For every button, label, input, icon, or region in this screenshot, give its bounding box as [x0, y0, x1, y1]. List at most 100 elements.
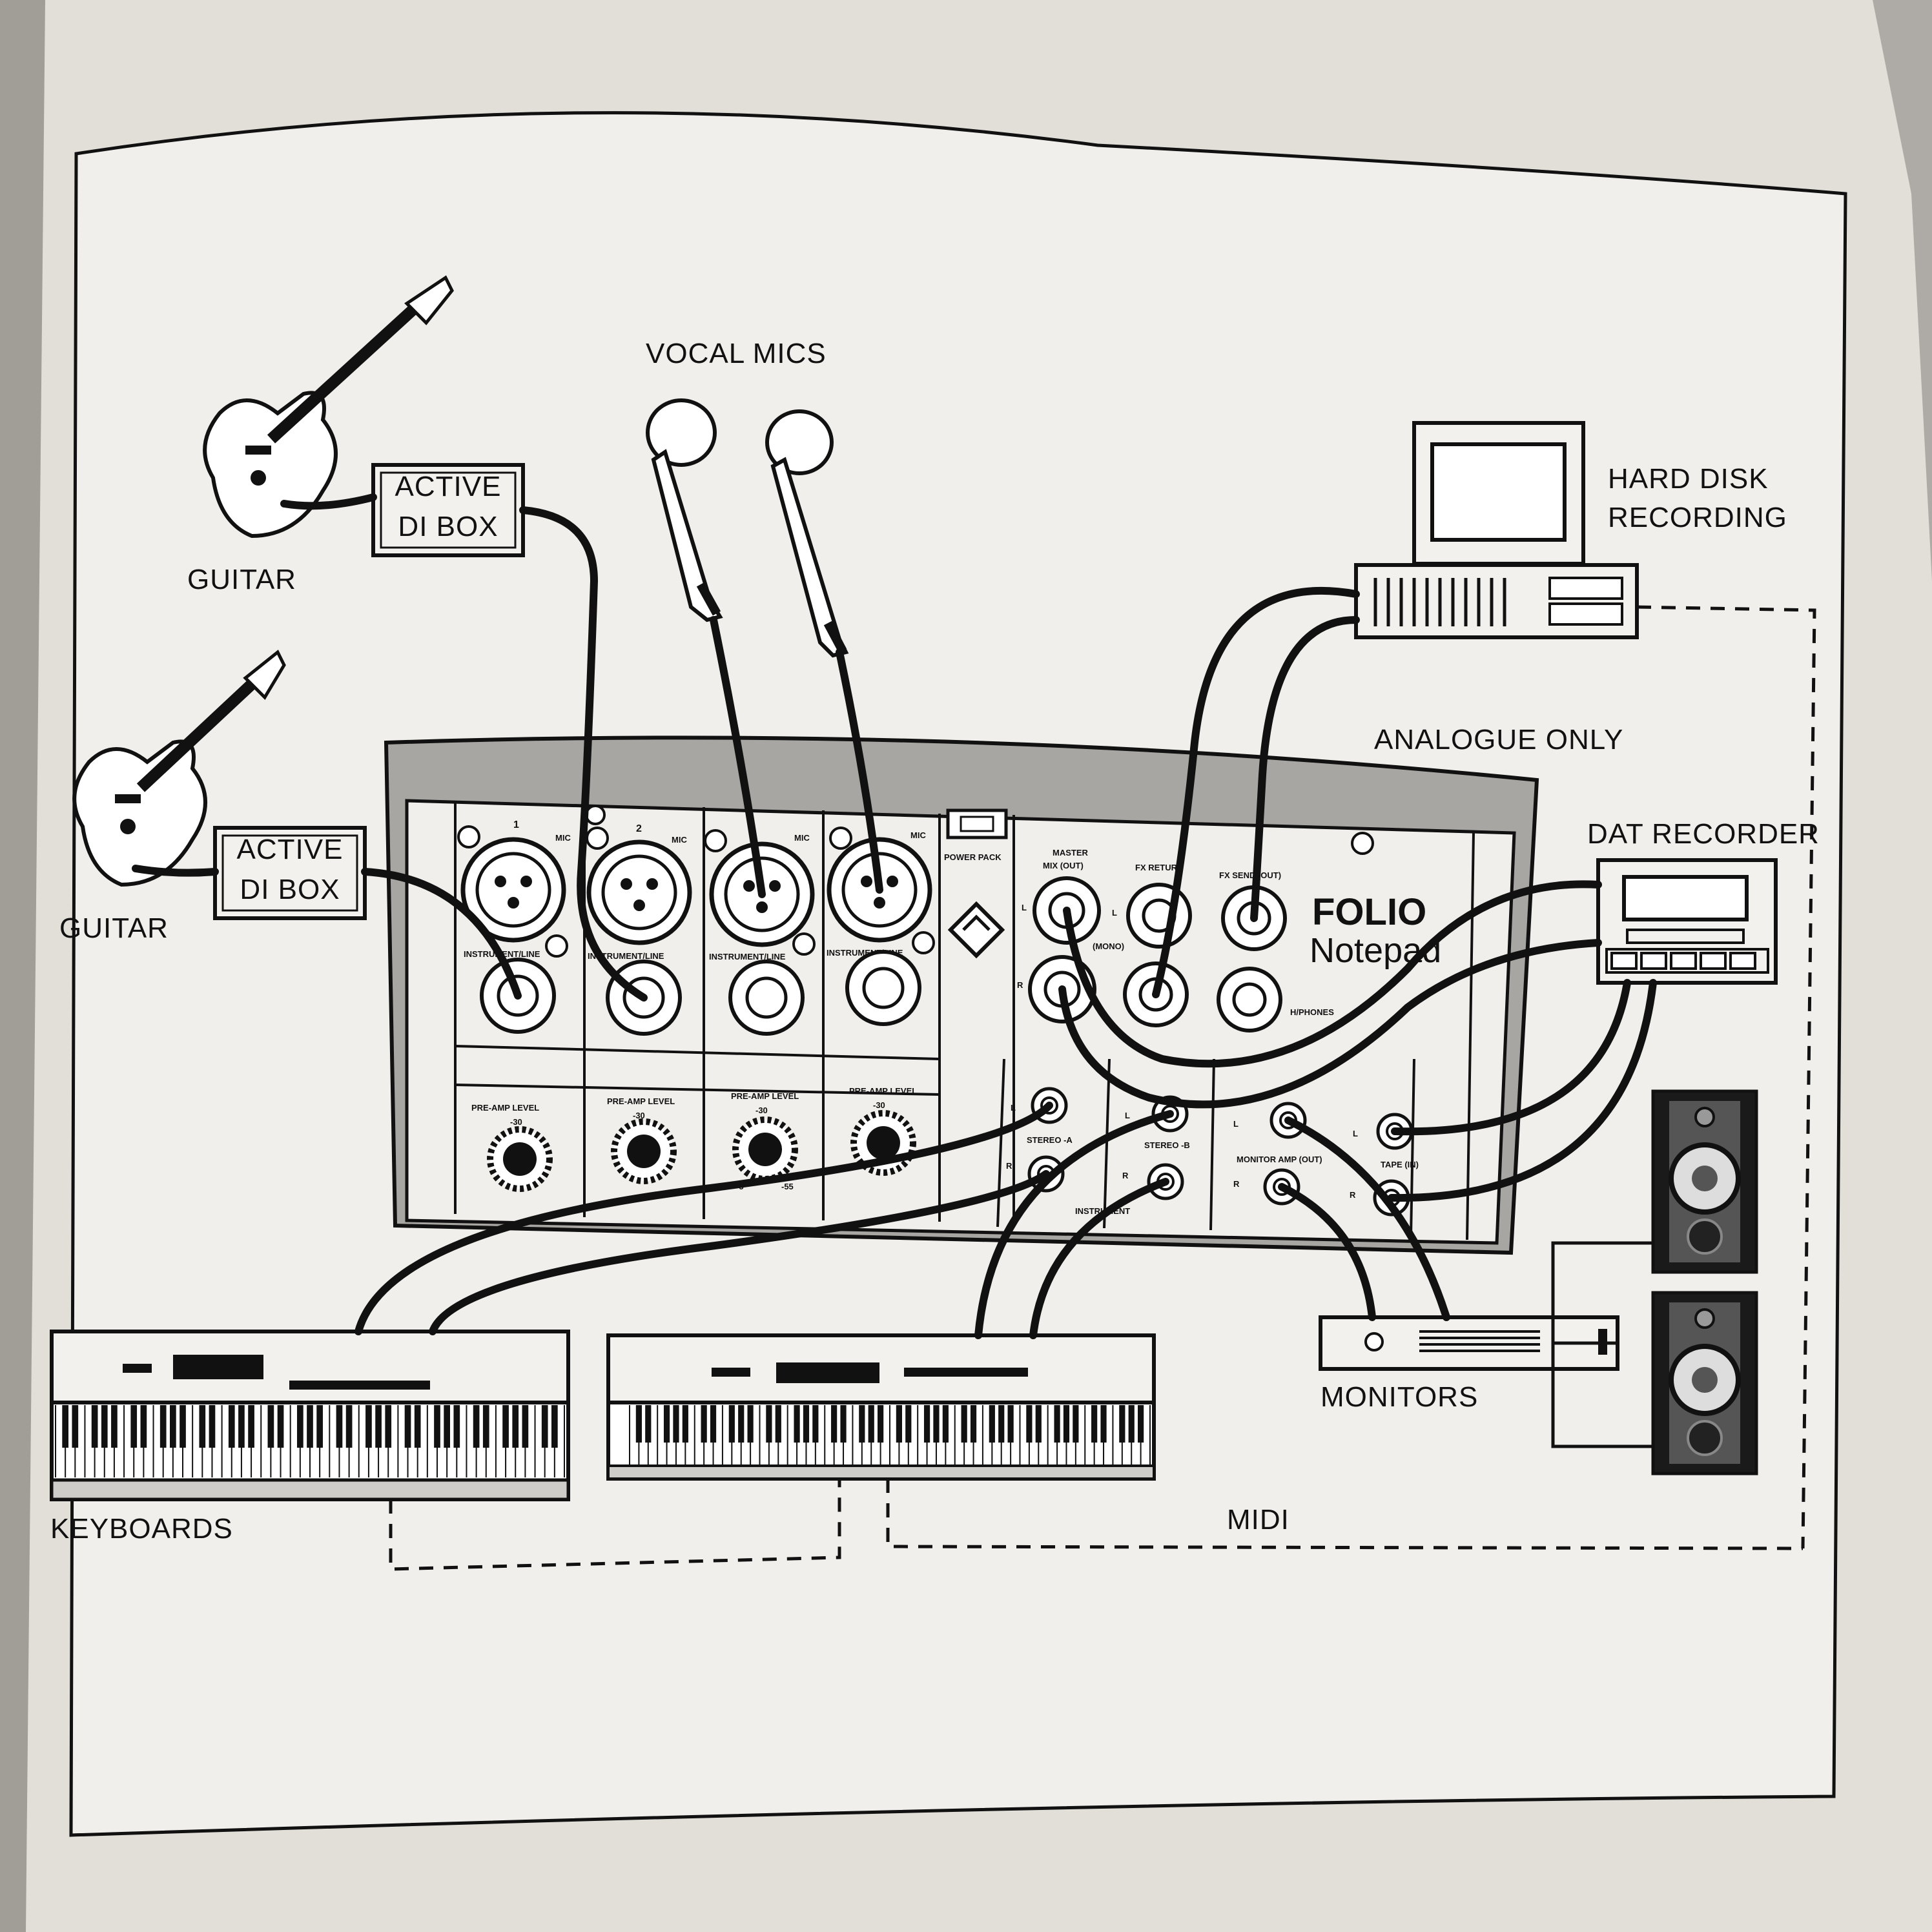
piano-black-key: [673, 1405, 679, 1443]
piano-black-key: [868, 1405, 874, 1443]
piano-black-key: [710, 1405, 717, 1443]
piano-black-key: [434, 1405, 440, 1448]
piano-black-key: [1026, 1405, 1033, 1443]
svg-text:MASTER: MASTER: [1053, 848, 1089, 858]
keyboard-keys: [55, 1405, 1151, 1477]
audio-cables: [132, 493, 1657, 1339]
svg-text:-30: -30: [510, 1117, 522, 1127]
piano-black-key: [840, 1405, 847, 1443]
piano-black-key: [896, 1405, 902, 1443]
piano-black-key: [482, 1405, 489, 1448]
piano-black-key: [522, 1405, 529, 1448]
svg-text:MIC: MIC: [555, 833, 571, 843]
piano-black-key: [831, 1405, 838, 1443]
piano-black-key: [111, 1405, 118, 1448]
svg-text:ACTIVE: ACTIVE: [395, 471, 502, 502]
piano-black-key: [238, 1405, 245, 1448]
speaker-top: [1651, 1089, 1758, 1274]
piano-black-key: [766, 1405, 772, 1443]
piano-black-key: [1054, 1405, 1060, 1443]
svg-text:MIC: MIC: [672, 835, 687, 845]
svg-text:(MONO): (MONO): [1093, 941, 1124, 951]
hard-disk-label-1: HARD DISK: [1608, 463, 1769, 495]
svg-text:L: L: [1112, 908, 1117, 918]
svg-text:MIC: MIC: [794, 833, 810, 843]
midi-label: MIDI: [1227, 1504, 1290, 1536]
page-shadow: [0, 0, 45, 1932]
piano-black-key: [541, 1405, 548, 1448]
svg-text:STEREO -A: STEREO -A: [1027, 1135, 1073, 1145]
guitar-top-label: GUITAR: [187, 564, 296, 595]
piano-black-key: [923, 1405, 930, 1443]
piano-black-key: [701, 1405, 707, 1443]
svg-text:R: R: [1017, 980, 1023, 990]
piano-black-key: [316, 1405, 324, 1448]
svg-text:MIX (OUT): MIX (OUT): [1043, 861, 1084, 870]
midi-cable-chain: [389, 1479, 1804, 1571]
svg-text:R: R: [1233, 1179, 1240, 1189]
vocal-mics-label: VOCAL MICS: [646, 338, 827, 369]
piano-black-key: [169, 1405, 176, 1448]
analogue-only-label: ANALOGUE ONLY: [1374, 724, 1623, 755]
piano-black-key: [942, 1405, 949, 1443]
svg-text:DI BOX: DI BOX: [398, 511, 498, 542]
svg-text:FX SEND (OUT): FX SEND (OUT): [1219, 870, 1281, 880]
svg-text:DI BOX: DI BOX: [240, 874, 340, 905]
piano-black-key: [803, 1405, 810, 1443]
svg-text:L: L: [1125, 1111, 1130, 1120]
piano-black-key: [682, 1405, 688, 1443]
vocal-mic-2: [765, 409, 849, 658]
piano-black-key: [180, 1405, 186, 1448]
piano-black-key: [551, 1405, 558, 1448]
svg-text:PRE-AMP LEVEL: PRE-AMP LEVEL: [607, 1096, 675, 1106]
piano-black-key: [989, 1405, 995, 1443]
hard-disk-label-2: RECORDING: [1608, 502, 1787, 533]
piano-black-key: [345, 1405, 353, 1448]
piano-black-key: [473, 1405, 480, 1448]
piano-black-key: [970, 1405, 977, 1443]
piano-black-key: [1100, 1405, 1107, 1443]
piano-black-key: [859, 1405, 865, 1443]
svg-text:R: R: [1350, 1190, 1356, 1200]
piano-black-key: [307, 1405, 313, 1448]
dat-recorder-label: DAT RECORDER: [1587, 818, 1820, 850]
piano-black-key: [336, 1405, 343, 1448]
piano-black-key: [140, 1405, 147, 1448]
svg-text:FOLIO: FOLIO: [1312, 891, 1426, 933]
piano-black-key: [199, 1405, 206, 1448]
svg-text:R: R: [1006, 1161, 1012, 1171]
piano-black-key: [453, 1405, 460, 1448]
piano-black-key: [878, 1405, 884, 1443]
piano-black-key: [512, 1405, 519, 1448]
piano-black-key: [267, 1405, 274, 1448]
piano-black-key: [1138, 1405, 1144, 1443]
svg-text:INSTRUMENT/LINE: INSTRUMENT/LINE: [709, 952, 786, 961]
svg-text:TAPE (IN): TAPE (IN): [1381, 1160, 1419, 1169]
svg-text:-30: -30: [633, 1111, 645, 1120]
piano-black-key: [1091, 1405, 1098, 1443]
piano-black-key: [645, 1405, 652, 1443]
svg-text:POWER PACK: POWER PACK: [944, 852, 1002, 862]
di-box-bottom: ACTIVE DI BOX: [213, 826, 367, 920]
piano-black-key: [812, 1405, 819, 1443]
piano-black-key: [72, 1405, 79, 1448]
svg-text:PRE-AMP LEVEL: PRE-AMP LEVEL: [849, 1086, 917, 1096]
svg-text:L: L: [1011, 1103, 1016, 1113]
page-shadow-right: [1873, 0, 1932, 581]
piano-black-key: [1063, 1405, 1070, 1443]
svg-text:2: 2: [636, 823, 642, 834]
piano-black-key: [385, 1405, 392, 1448]
piano-black-key: [1035, 1405, 1042, 1443]
piano-black-key: [905, 1405, 912, 1443]
piano-black-key: [277, 1405, 284, 1448]
piano-black-key: [1007, 1405, 1014, 1443]
svg-text:L: L: [1233, 1119, 1238, 1129]
vocal-mic-1: [646, 398, 723, 622]
svg-text:ACTIVE: ACTIVE: [237, 834, 344, 865]
piano-black-key: [159, 1405, 167, 1448]
piano-black-key: [1128, 1405, 1135, 1443]
svg-text:H/PHONES: H/PHONES: [1290, 1007, 1334, 1017]
piano-black-key: [794, 1405, 800, 1443]
svg-text:PRE-AMP LEVEL: PRE-AMP LEVEL: [471, 1103, 539, 1113]
